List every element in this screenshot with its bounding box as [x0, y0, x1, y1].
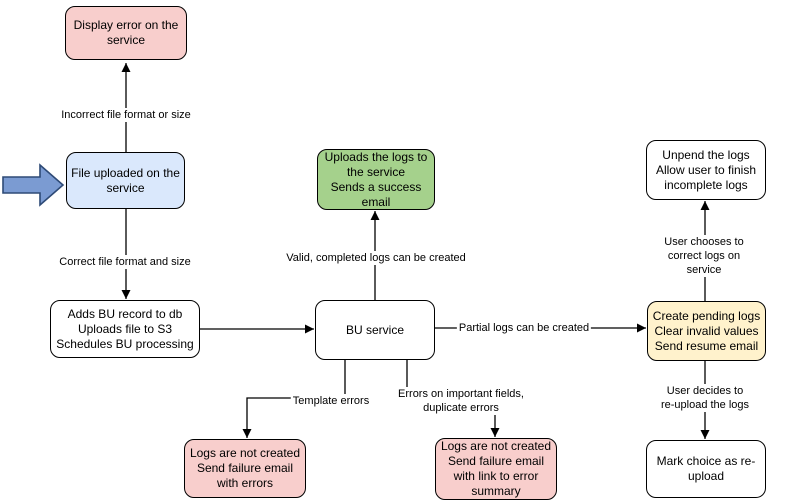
node-uploads-logs-success: Uploads the logs to the service Sends a …: [317, 149, 435, 210]
label-correct-format: Correct file format and size: [57, 255, 193, 269]
node-unpend-logs: Unpend the logs Allow user to finish inc…: [646, 140, 766, 200]
node-display-error: Display error on the service: [65, 6, 187, 60]
label-user-corrects: User chooses to correct logs on service: [655, 235, 753, 277]
node-bu-service: BU service: [315, 300, 435, 360]
node-file-uploaded: File uploaded on the service: [66, 152, 185, 209]
label-template-errors: Template errors: [290, 394, 372, 408]
label-incorrect-format: Incorrect file format or size: [59, 108, 193, 122]
label-user-reuploads: User decides to re-upload the logs: [657, 384, 753, 412]
node-create-pending-logs: Create pending logs Clear invalid values…: [647, 301, 766, 361]
label-valid-logs: Valid, completed logs can be created: [284, 251, 468, 265]
node-adds-bu-record: Adds BU record to db Uploads file to S3 …: [50, 300, 200, 358]
node-mark-choice-reupload: Mark choice as re- upload: [646, 440, 766, 498]
label-partial-logs: Partial logs can be created: [456, 321, 592, 335]
node-logs-not-created-fields: Logs are not created Send failure email …: [435, 438, 557, 500]
node-logs-not-created-template: Logs are not created Send failure email …: [184, 439, 306, 498]
entry-pointer-arrow-icon: [2, 163, 65, 207]
label-important-fields-errors: Errors on important fields, duplicate er…: [396, 387, 526, 415]
